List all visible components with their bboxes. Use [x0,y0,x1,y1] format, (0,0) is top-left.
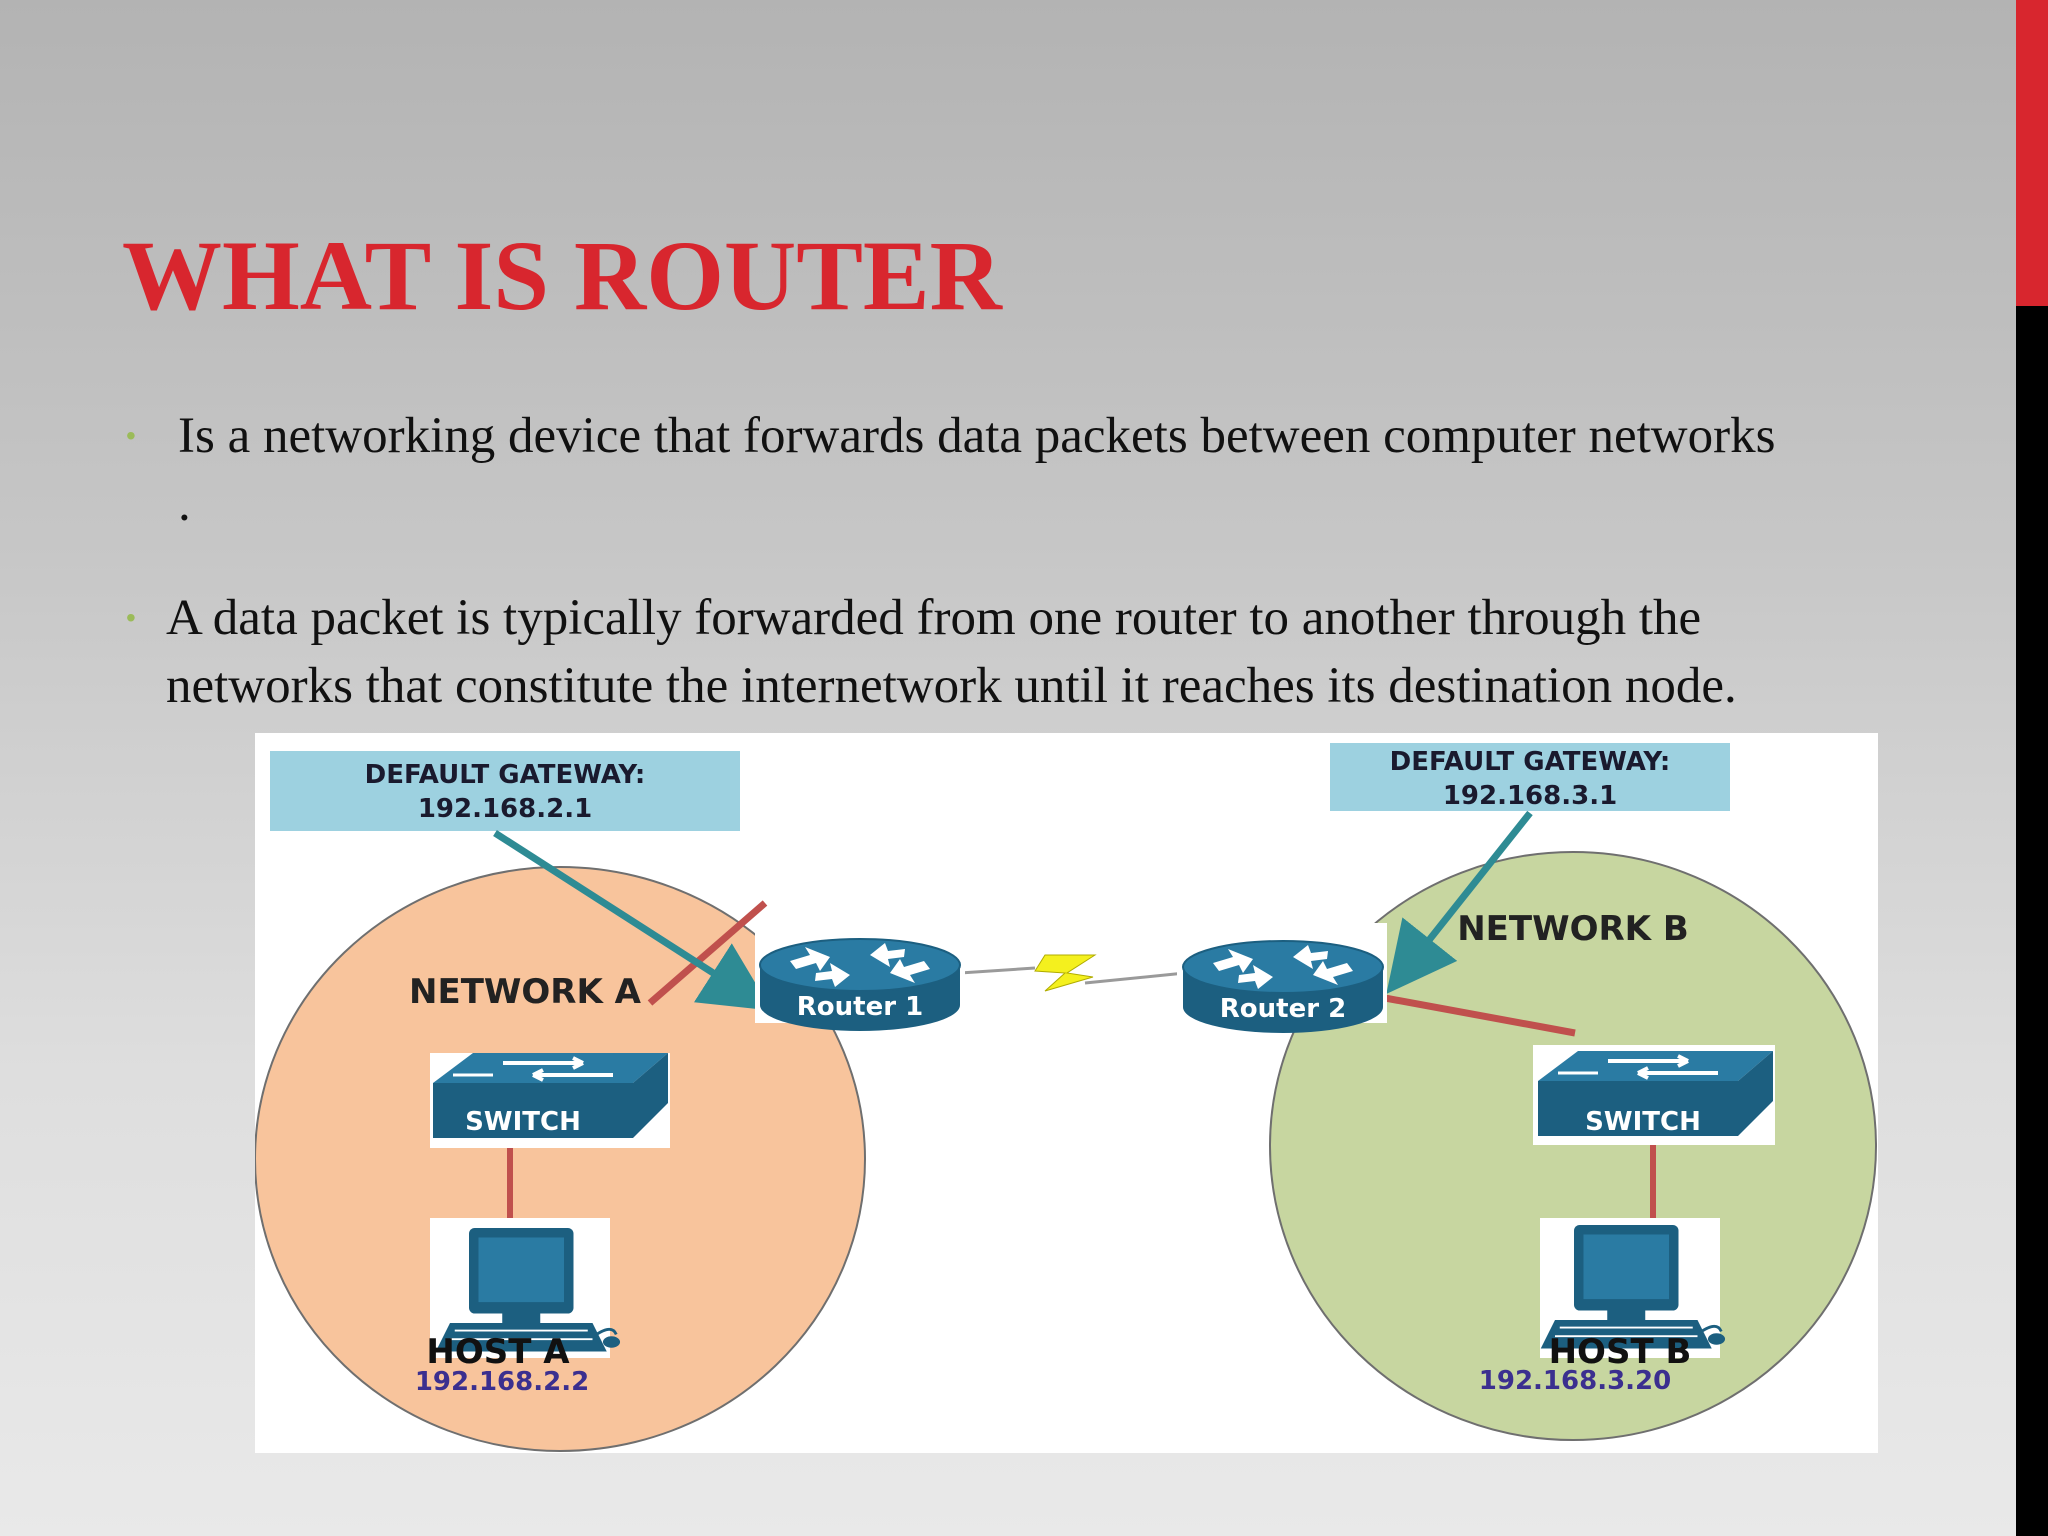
gateway-b-label: DEFAULT GATEWAY: [1390,747,1671,777]
gateway-a-ip: 192.168.2.1 [418,794,592,824]
bullet-marker: • [126,602,136,633]
network-a-area [255,866,866,1452]
router-1-label: Router 1 [797,992,923,1022]
switch-a-label: SWITCH [465,1107,581,1137]
host-a-ip: 192.168.2.2 [415,1367,589,1397]
link-router-2-switch-b [1384,994,1576,1037]
host-a-label: HOST A [426,1332,570,1372]
bullet-text: A data packet is typically forwarded fro… [166,590,1737,714]
gateway-b-box [1330,743,1730,811]
gateway-a-box [270,751,740,831]
network-b-area [1269,851,1877,1441]
serial-link-left [959,966,1036,975]
slide-title: WHAT IS ROUTER [122,220,1002,331]
network-a-label: NETWORK A [409,972,642,1012]
network-b-label: NETWORK B [1457,909,1689,949]
gateway-b-ip: 192.168.3.1 [1443,781,1617,811]
serial-link-icon [1034,954,1097,992]
host-b-label: HOST B [1549,1332,1692,1372]
bullet-marker: • [126,420,136,451]
gateway-b-arrow [1386,810,1533,994]
bullet-text: Is a networking device that forwards dat… [178,408,1776,464]
switch-b-label: SWITCH [1585,1107,1701,1137]
router-2-label: Router 2 [1220,994,1346,1024]
host-b-ip: 192.168.3.20 [1479,1366,1671,1396]
gateway-a-label: DEFAULT GATEWAY: [365,760,646,790]
gateway-a-arrow [493,830,772,1011]
bullet-text-continuation: . [178,476,191,532]
side-accent-bar-red [2016,0,2048,306]
serial-link-right [1084,971,1186,985]
network-diagram: DEFAULT GATEWAY: 192.168.2.1 DEFAULT GAT… [255,733,1878,1453]
